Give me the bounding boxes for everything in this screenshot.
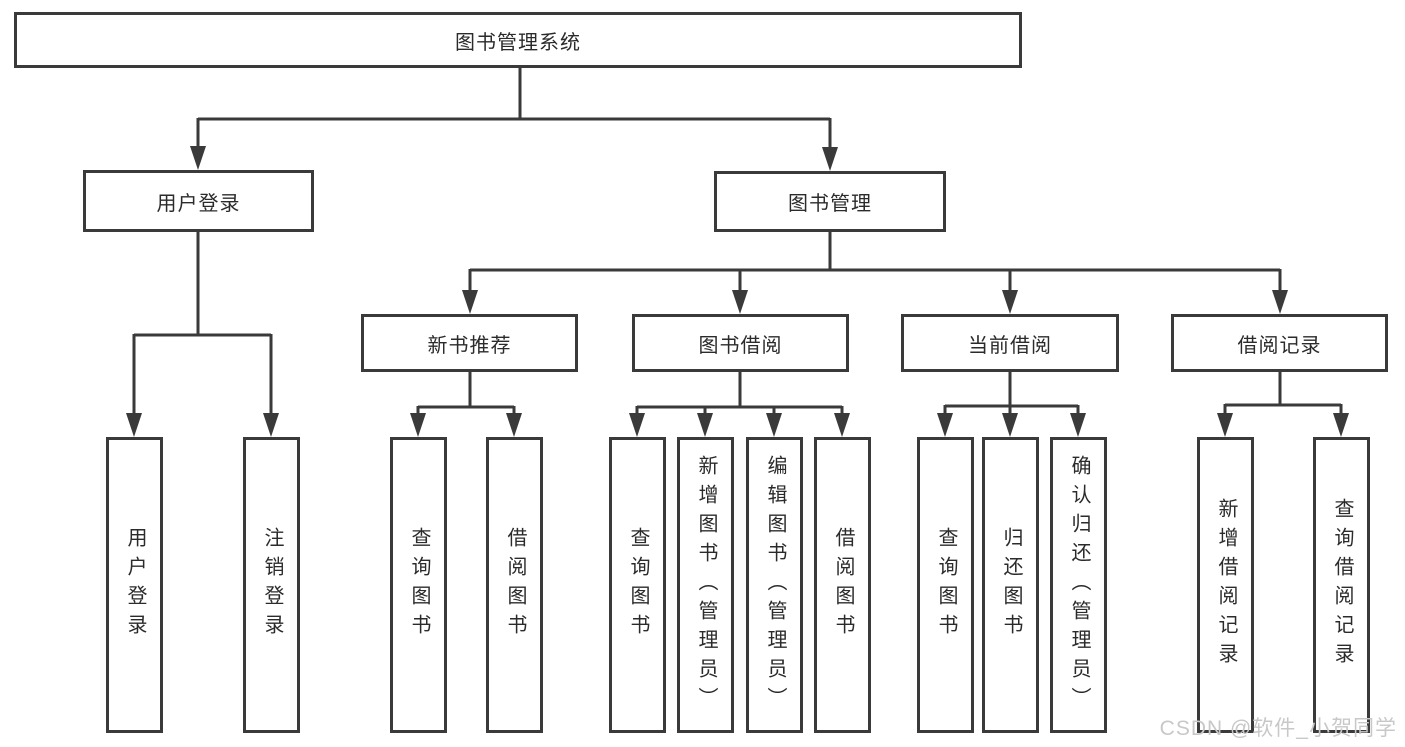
arrowheads <box>126 146 1349 437</box>
leaf-return-book: 归还图书 <box>982 437 1039 733</box>
node-label: 借阅记录 <box>1237 334 1322 357</box>
node-label: 归还图书 <box>1000 527 1022 643</box>
leaf-query-book-borrow: 查询图书 <box>609 437 666 733</box>
node-label: 查询图书 <box>935 527 957 643</box>
arrow-down-icon <box>126 413 142 437</box>
arrow-down-icon <box>1002 290 1018 314</box>
node-label: 借阅图书 <box>832 527 854 643</box>
node-label: 借阅图书 <box>504 527 526 643</box>
arrow-down-icon <box>190 146 206 170</box>
node-book-management: 图书管理 <box>714 171 946 232</box>
node-user-login: 用户登录 <box>83 170 314 232</box>
node-label: 新增图书（管理员） <box>695 454 717 716</box>
connector-bb-leaves <box>635 372 844 414</box>
node-label: 注销登录 <box>261 527 283 643</box>
arrow-down-icon <box>937 413 953 437</box>
leaf-confirm-return-admin: 确认归还（管理员） <box>1050 437 1107 733</box>
node-book-borrow: 图书借阅 <box>632 314 849 372</box>
leaf-edit-book-admin: 编辑图书（管理员） <box>746 437 803 733</box>
node-label: 图书管理 <box>788 193 872 215</box>
leaf-borrow-book-recommend: 借阅图书 <box>486 437 543 733</box>
arrow-down-icon <box>1002 413 1018 437</box>
node-label: 用户登录 <box>156 192 241 215</box>
node-new-book-recommend: 新书推荐 <box>361 314 578 372</box>
arrow-down-icon <box>263 413 279 437</box>
connector-br-leaves <box>1223 372 1343 414</box>
connector-nbr-leaves <box>416 372 516 414</box>
connector-mgmt-level3 <box>468 232 1282 291</box>
leaf-query-book-current: 查询图书 <box>917 437 974 733</box>
arrow-down-icon <box>1272 290 1288 314</box>
node-label: 图书管理系统 <box>455 31 581 54</box>
node-root-library-system: 图书管理系统 <box>14 12 1022 68</box>
connector-login-leaves <box>132 232 273 414</box>
arrow-down-icon <box>1333 413 1349 437</box>
arrow-down-icon <box>834 413 850 437</box>
leaf-query-book-recommend: 查询图书 <box>390 437 447 733</box>
arrow-down-icon <box>410 413 426 437</box>
node-label: 新增借阅记录 <box>1215 498 1237 672</box>
arrow-down-icon <box>1217 413 1233 437</box>
arrow-down-icon <box>766 413 782 437</box>
connector-cb-leaves <box>943 372 1080 414</box>
node-label: 查询图书 <box>627 527 649 643</box>
node-label: 图书借阅 <box>698 334 783 357</box>
leaf-borrow-book: 借阅图书 <box>814 437 871 733</box>
node-borrow-record: 借阅记录 <box>1171 314 1388 372</box>
node-label: 查询图书 <box>408 527 430 643</box>
connector-root-level2 <box>196 68 832 148</box>
node-label: 新书推荐 <box>427 334 512 357</box>
node-label: 用户登录 <box>124 527 146 643</box>
node-current-borrow: 当前借阅 <box>901 314 1119 372</box>
node-label: 编辑图书（管理员） <box>764 454 786 716</box>
node-label: 当前借阅 <box>968 334 1052 357</box>
leaf-user-login: 用户登录 <box>106 437 163 733</box>
arrow-down-icon <box>822 147 838 171</box>
arrow-down-icon <box>462 290 478 314</box>
node-label: 确认归还（管理员） <box>1068 454 1090 716</box>
leaf-add-book-admin: 新增图书（管理员） <box>677 437 734 733</box>
node-label: 查询借阅记录 <box>1331 498 1353 672</box>
arrow-down-icon <box>1070 413 1086 437</box>
leaf-add-borrow-record: 新增借阅记录 <box>1197 437 1254 733</box>
arrow-down-icon <box>732 290 748 314</box>
csdn-watermark: CSDN @软件_小贺同学 <box>1159 717 1397 740</box>
arrow-down-icon <box>506 413 522 437</box>
leaf-logout: 注销登录 <box>243 437 300 733</box>
arrow-down-icon <box>629 413 645 437</box>
leaf-query-borrow-record: 查询借阅记录 <box>1313 437 1370 733</box>
arrow-down-icon <box>697 413 713 437</box>
